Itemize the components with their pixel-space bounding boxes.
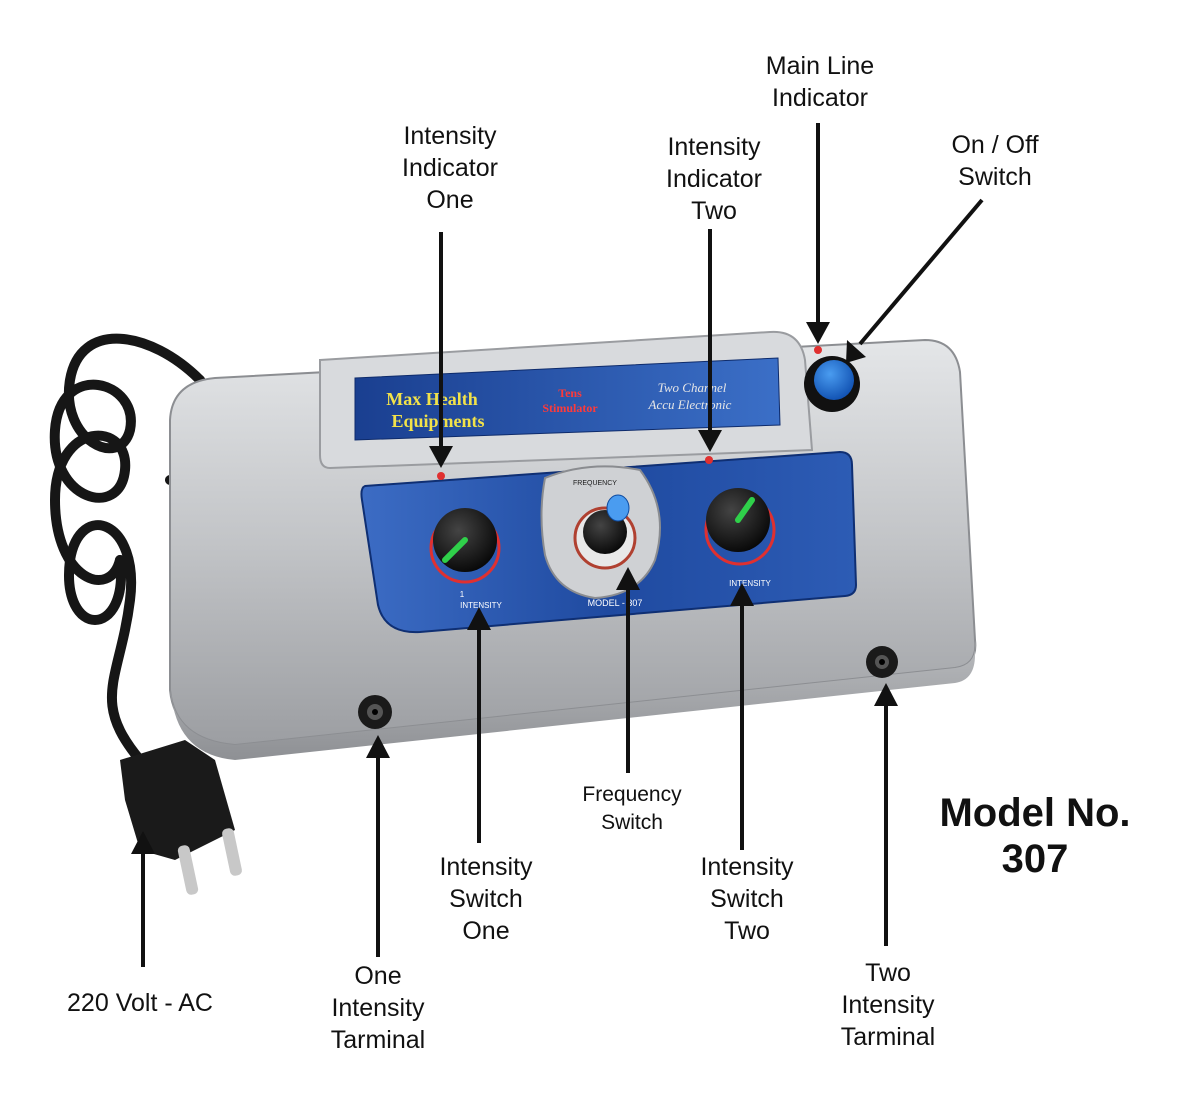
terminal-one-jack <box>358 695 392 729</box>
label-intensity-indicator-two: Intensity Indicator Two <box>666 133 762 225</box>
intensity-knob-two[interactable] <box>704 488 776 566</box>
arrow-one-intensity-terminal <box>366 735 390 957</box>
label-frequency-switch: Frequency Switch <box>582 783 682 834</box>
arrow-main-line-indicator <box>806 123 830 344</box>
arrow-intensity-indicator-two <box>698 229 722 452</box>
label-main-line-indicator: Main Line Indicator <box>765 52 875 112</box>
label-two-intensity-terminal: Two Intensity Tarminal <box>840 959 936 1051</box>
label-on-off-switch: On / Off Switch <box>951 131 1039 191</box>
label-intensity-switch-two: Intensity Switch Two <box>700 853 794 945</box>
device-intensity-text-one: INTENSITY <box>460 601 502 610</box>
arrow-on-off-switch <box>846 198 984 363</box>
label-one-intensity-terminal: One Intensity Tarminal <box>330 962 426 1054</box>
intensity-knob-one[interactable] <box>429 508 501 584</box>
device-frequency-text: FREQUENCY <box>573 480 617 487</box>
device-intensity-text-two: INTENSITY <box>729 579 771 588</box>
power-plug <box>120 740 242 895</box>
label-intensity-switch-one: Intensity Switch One <box>439 853 533 945</box>
on-off-button[interactable] <box>804 356 860 412</box>
device-channel-one-number: 1 <box>460 590 465 599</box>
intensity-indicator-one-led <box>437 472 445 480</box>
label-power-input: 220 Volt - AC <box>67 989 213 1017</box>
label-intensity-indicator-one: Intensity Indicator One <box>402 122 498 214</box>
arrow-intensity-switch-one <box>467 607 491 843</box>
frequency-knob[interactable] <box>573 494 637 570</box>
terminal-two-jack <box>866 646 898 678</box>
arrow-two-intensity-terminal <box>874 683 898 946</box>
arrow-frequency-switch <box>616 567 640 773</box>
arrow-intensity-indicator-one <box>429 232 453 468</box>
model-number-title: Model No. 307 <box>939 791 1131 881</box>
intensity-indicator-two-led <box>705 456 713 464</box>
arrow-intensity-switch-two <box>730 583 754 850</box>
callout-arrows <box>131 123 984 967</box>
main-line-indicator-led <box>814 346 822 354</box>
device-model-text: MODEL - 307 <box>588 598 643 608</box>
arrow-power-input <box>131 831 155 967</box>
